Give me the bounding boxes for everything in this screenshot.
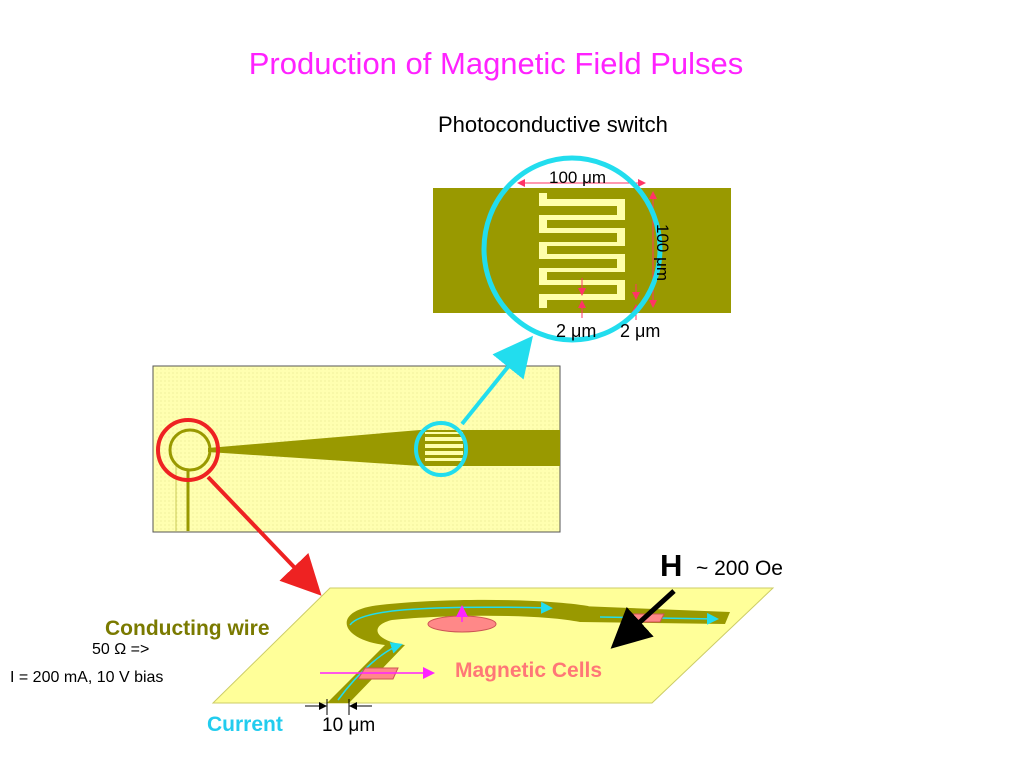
chip-layout (152, 365, 561, 533)
switch-label: Photoconductive switch (438, 112, 668, 137)
bias-label: I = 200 mA, 10 V bias (10, 669, 164, 686)
magnetic-cells-label: Magnetic Cells (455, 659, 603, 682)
impedance-label: 50 Ω => (92, 641, 150, 658)
wire-perspective (211, 587, 775, 704)
switch-height-label: 100 μm (653, 224, 672, 282)
gap-label-2: 2 μm (620, 321, 661, 341)
chip-loop-circle (156, 418, 220, 482)
wire-width-dimension (305, 699, 372, 715)
field-value: ~ 200 Oe (696, 557, 783, 580)
photoconductive-switch (433, 188, 731, 313)
chip-switch-circle (414, 421, 468, 477)
current-label: Current (207, 713, 283, 736)
conducting-wire-label: Conducting wire (105, 617, 270, 640)
zoom-arrow-wire (206, 475, 322, 596)
zoom-arrow-switch (460, 335, 534, 426)
switch-zoom-circle (481, 155, 663, 343)
wire-width-label: 10 μm (322, 715, 376, 736)
gap-label-1: 2 μm (556, 321, 597, 341)
field-arrow (610, 589, 676, 649)
page-title: Production of Magnetic Field Pulses (248, 46, 744, 81)
switch-width-label: 100 μm (549, 168, 607, 187)
field-symbol: H (660, 548, 683, 583)
